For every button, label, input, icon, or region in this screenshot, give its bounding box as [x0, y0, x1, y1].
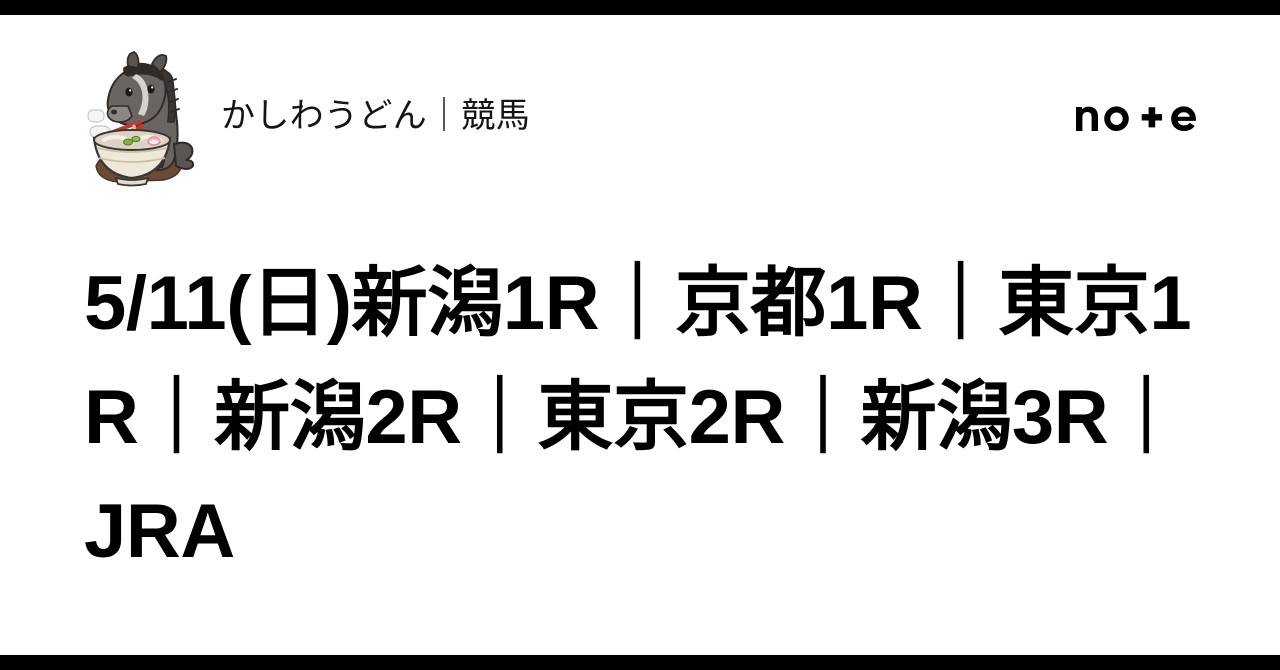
top-divider-bar — [0, 0, 1280, 15]
horse-eating-udon-avatar-icon — [78, 48, 198, 190]
publication-name: かしわうどん｜競馬 — [221, 97, 531, 135]
note-logo-icon[interactable] — [1076, 98, 1196, 132]
bottom-divider-bar — [0, 655, 1280, 670]
article-title: 5/11(日)新潟1R｜京都1R｜東京1R｜新潟2R｜東京2R｜新潟3R｜JRA — [84, 260, 1192, 574]
